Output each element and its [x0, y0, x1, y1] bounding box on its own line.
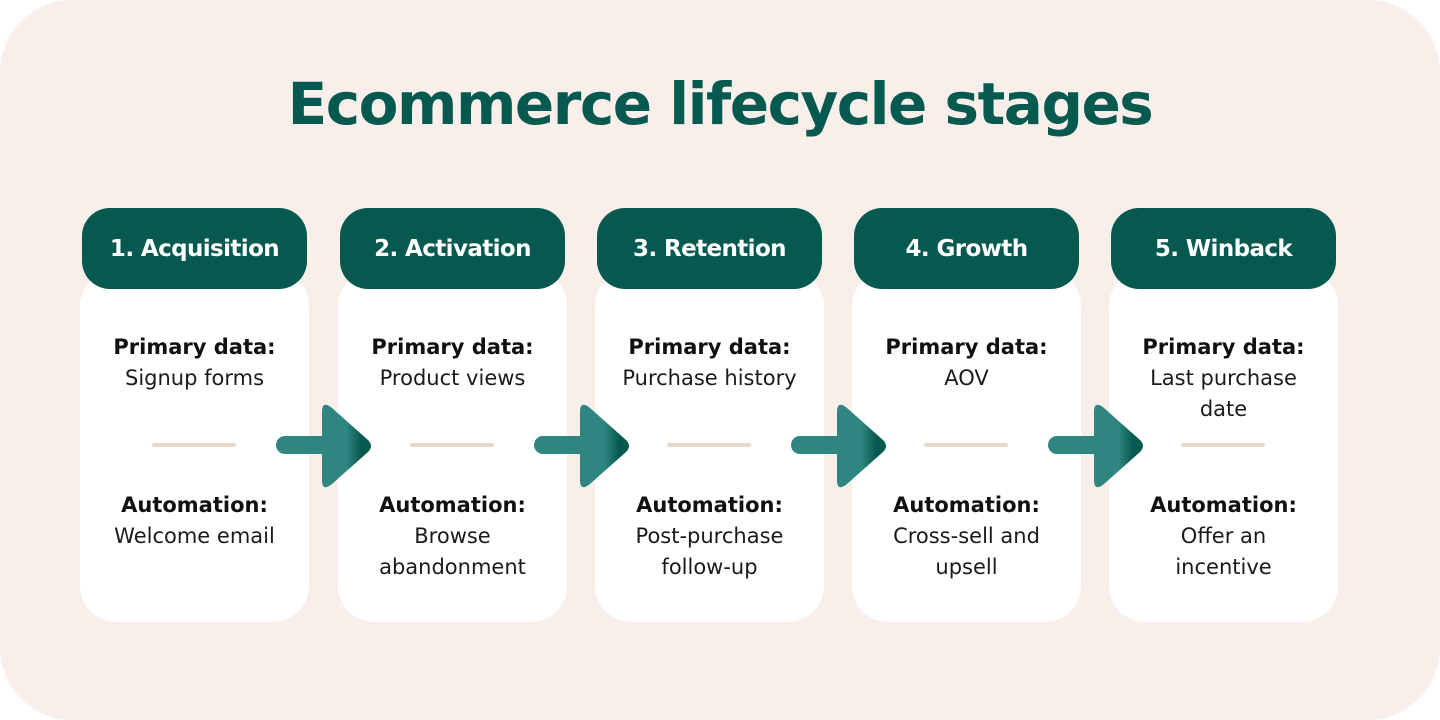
automation-section: Automation: Post-purchase follow-up [595, 490, 824, 583]
stage-header-label: 1. Acquisition [109, 235, 280, 262]
primary-data-label: Primary data: [885, 335, 1048, 359]
section-divider [1181, 443, 1265, 447]
primary-data-label: Primary data: [1142, 335, 1305, 359]
primary-data-value: AOV [944, 366, 989, 390]
automation-section: Automation: Offer an incentive [1109, 490, 1338, 583]
arrow-right-icon [1048, 404, 1143, 488]
automation-label: Automation: [636, 493, 783, 517]
automation-section: Automation: Browse abandonment [338, 490, 567, 583]
stage-header-label: 5. Winback [1154, 235, 1293, 262]
stage-header: 2. Activation [340, 208, 565, 289]
stage-header: 1. Acquisition [82, 208, 307, 289]
automation-label: Automation: [379, 493, 526, 517]
stage-header-label: 4. Growth [905, 235, 1029, 262]
arrow-right-icon [791, 404, 886, 488]
stage-card-retention: 3. Retention Primary data: Purchase hist… [595, 208, 824, 623]
automation-value: Post-purchase follow-up [635, 524, 784, 579]
primary-data-label: Primary data: [113, 335, 276, 359]
primary-data-value: Product views [379, 366, 526, 390]
section-divider [667, 443, 751, 447]
section-divider [410, 443, 494, 447]
automation-label: Automation: [1150, 493, 1297, 517]
section-divider [152, 443, 236, 447]
primary-data-section: Primary data: Signup forms [80, 332, 309, 394]
primary-data-label: Primary data: [371, 335, 534, 359]
primary-data-value: Purchase history [622, 366, 797, 390]
automation-section: Automation: Welcome email [80, 490, 309, 552]
stage-card-acquisition: 1. Acquisition Primary data: Signup form… [80, 208, 309, 623]
primary-data-value: Last purchase date [1150, 366, 1297, 421]
primary-data-section: Primary data: Purchase history [595, 332, 824, 394]
automation-label: Automation: [893, 493, 1040, 517]
primary-data-section: Primary data: AOV [852, 332, 1081, 394]
automation-value: Cross-sell and upsell [893, 524, 1040, 579]
arrow-right-icon [534, 404, 629, 488]
automation-value: Offer an incentive [1175, 524, 1272, 579]
primary-data-section: Primary data: Product views [338, 332, 567, 394]
stage-card-winback: 5. Winback Primary data: Last purchase d… [1109, 208, 1338, 623]
stage-card-activation: 2. Activation Primary data: Product view… [338, 208, 567, 623]
automation-value: Welcome email [114, 524, 275, 548]
automation-value: Browse abandonment [379, 524, 526, 579]
automation-section: Automation: Cross-sell and upsell [852, 490, 1081, 583]
primary-data-label: Primary data: [628, 335, 791, 359]
stage-header: 5. Winback [1111, 208, 1336, 289]
primary-data-value: Signup forms [124, 366, 265, 390]
stage-header-label: 3. Retention [633, 235, 786, 262]
stage-header-label: 2. Activation [374, 235, 531, 262]
section-divider [924, 443, 1008, 447]
page-title: Ecommerce lifecycle stages [287, 70, 1154, 138]
primary-data-section: Primary data: Last purchase date [1109, 332, 1338, 425]
stage-header: 3. Retention [597, 208, 822, 289]
automation-label: Automation: [121, 493, 268, 517]
stage-card-growth: 4. Growth Primary data: AOV Automation: … [852, 208, 1081, 623]
arrow-right-icon [276, 404, 371, 488]
stage-header: 4. Growth [854, 208, 1079, 289]
